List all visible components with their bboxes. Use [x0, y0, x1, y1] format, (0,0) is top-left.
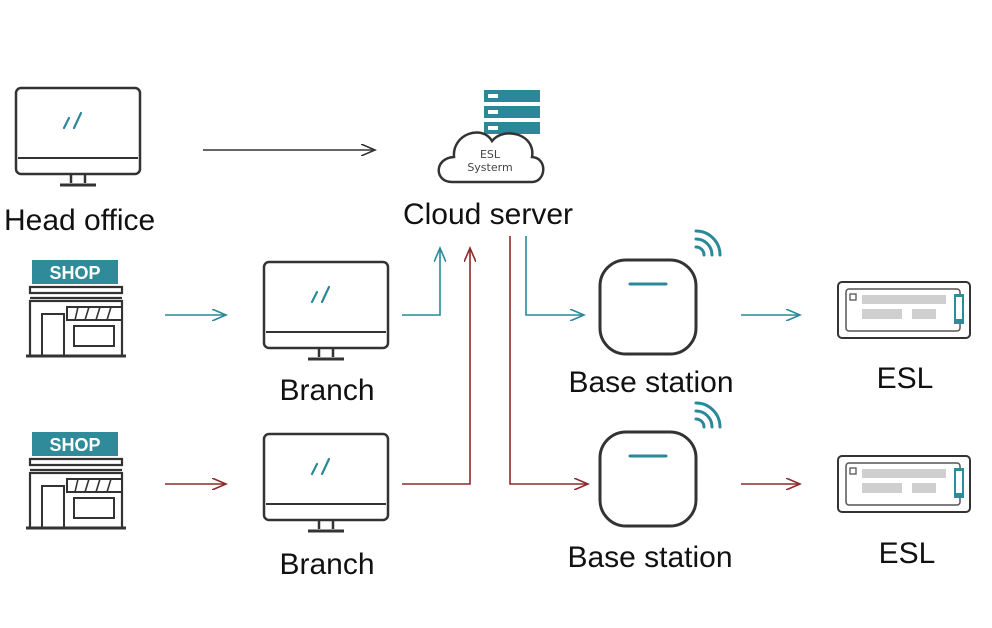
- wifi-signal-icon: [694, 229, 722, 257]
- base-station-icon: [598, 430, 698, 528]
- branch-label-2: Branch: [279, 548, 374, 581]
- shop-sign-text: SHOP: [49, 263, 100, 283]
- esl-label-1: ESL: [877, 362, 934, 395]
- esl-tag-icon: [837, 455, 971, 513]
- esl-tag-icon: [837, 281, 971, 339]
- branch-monitor-icon: [262, 432, 390, 533]
- cloud-to-base-arrow-2: [509, 236, 588, 484]
- shop-icon: SHOP: [24, 258, 128, 358]
- cloud-to-base-arrow-1: [525, 236, 584, 315]
- base-station-label-2: Base station: [567, 541, 732, 574]
- base-station-icon: [598, 258, 698, 356]
- cloud-badge-line2: Systerm: [467, 161, 512, 174]
- cloud-server-icon: ESL Systerm: [437, 90, 545, 184]
- branch-to-cloud-arrow-2: [402, 248, 470, 485]
- shop-icon: SHOP: [24, 430, 128, 530]
- base-station-label-1: Base station: [568, 366, 733, 399]
- cloud-server-label: Cloud server: [403, 198, 573, 231]
- wifi-signal-icon: [694, 401, 722, 429]
- branch-monitor-icon: [262, 260, 390, 361]
- shop-sign-text: SHOP: [49, 435, 100, 455]
- head-office-label: Head office: [4, 204, 155, 237]
- esl-label-2: ESL: [879, 537, 936, 570]
- branch-label-1: Branch: [279, 374, 374, 407]
- branch-to-cloud-arrow-1: [402, 248, 440, 316]
- head-office-monitor-icon: [14, 86, 142, 187]
- cloud-badge-line1: ESL: [480, 148, 501, 161]
